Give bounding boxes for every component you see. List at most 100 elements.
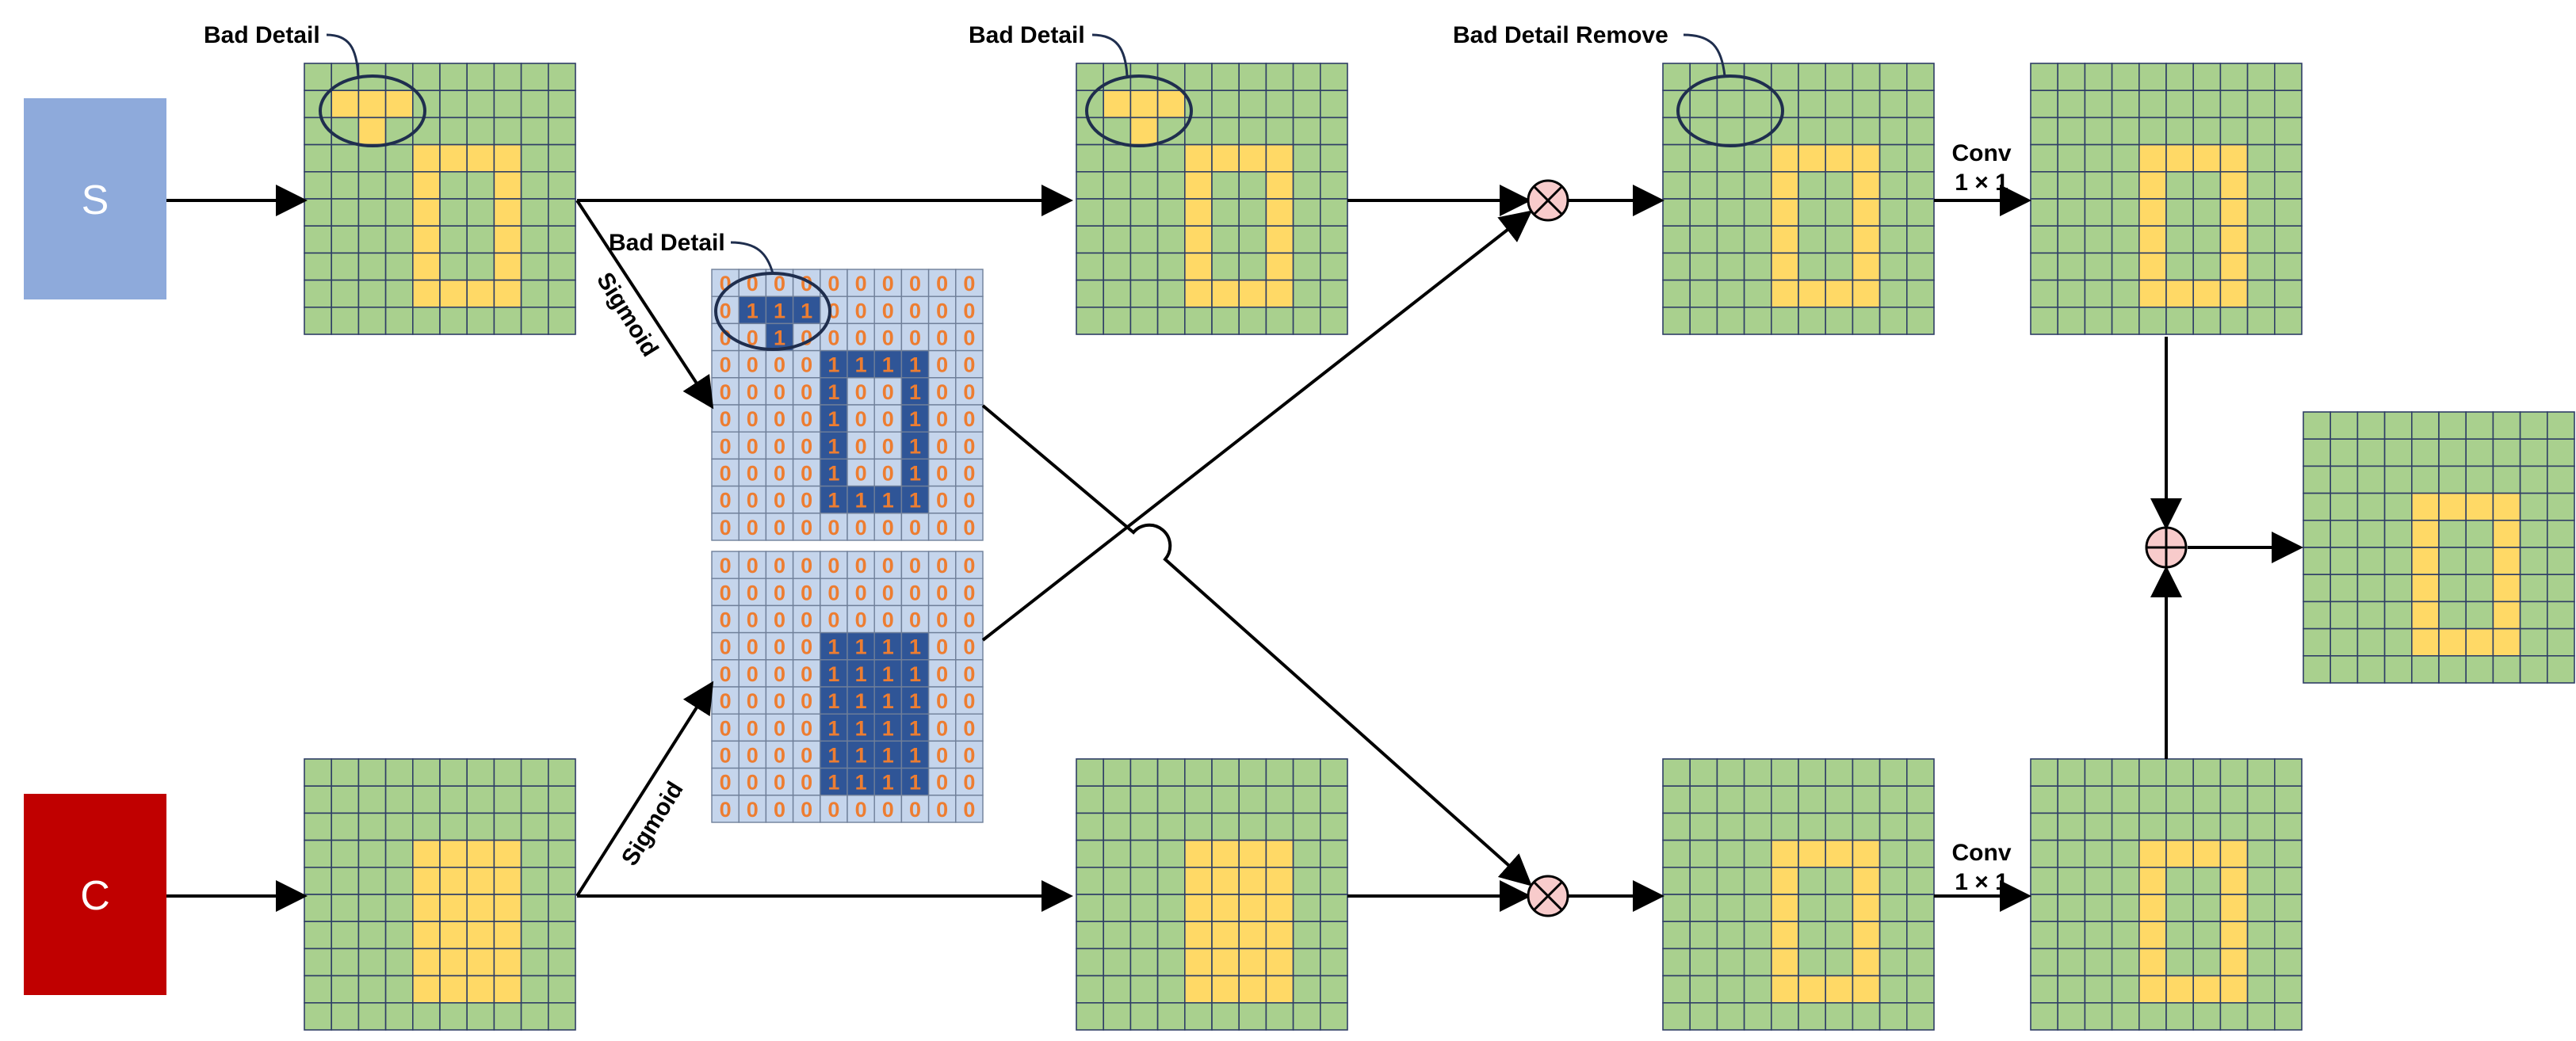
grid-cell bbox=[1825, 948, 1854, 977]
grid-cell bbox=[2383, 547, 2413, 576]
grid-cell bbox=[2138, 1002, 2167, 1031]
grid-cell bbox=[466, 1002, 495, 1031]
grid-cell bbox=[357, 839, 387, 868]
grid-cell bbox=[1076, 758, 1105, 787]
grid-cell bbox=[2030, 948, 2059, 977]
grid-cell bbox=[1076, 143, 1105, 173]
mask-value: 0 bbox=[855, 798, 867, 822]
highlight-cell bbox=[2411, 519, 2440, 548]
mask-value: 0 bbox=[936, 516, 948, 540]
grid-cell bbox=[304, 116, 333, 146]
grid-cell bbox=[2057, 1002, 2086, 1031]
highlight-cell bbox=[493, 279, 522, 308]
grid-cell bbox=[2519, 601, 2548, 630]
mask-value: 0 bbox=[774, 635, 785, 659]
mask-cell bbox=[738, 767, 767, 796]
grid-cell bbox=[1878, 1002, 1908, 1031]
grid-cell bbox=[1076, 839, 1105, 868]
mask-value: 1 bbox=[827, 744, 839, 768]
grid-cell bbox=[331, 171, 360, 200]
grid-cell bbox=[520, 63, 549, 92]
grid-cell bbox=[2383, 438, 2413, 467]
grid-cell bbox=[1798, 63, 1827, 92]
mask-cell bbox=[955, 296, 984, 325]
grid-cell bbox=[1156, 198, 1186, 227]
highlight-cell bbox=[1265, 279, 1294, 308]
grid-cell bbox=[2084, 948, 2113, 977]
grid-cell bbox=[1716, 90, 1745, 119]
grid-cell bbox=[2084, 306, 2113, 335]
mask-cell bbox=[955, 631, 984, 661]
grid-cell bbox=[547, 171, 576, 200]
grid-cell bbox=[520, 894, 549, 923]
grid-cell bbox=[2274, 812, 2303, 841]
grid-cell bbox=[1662, 974, 1691, 1004]
grid-cell bbox=[2383, 654, 2413, 684]
connections bbox=[166, 185, 2303, 912]
grid-cell bbox=[2165, 90, 2195, 119]
grid-cell bbox=[2219, 812, 2249, 841]
highlight-cell bbox=[1184, 867, 1213, 895]
mask-value: 1 bbox=[882, 771, 894, 795]
grid-cell bbox=[547, 948, 576, 977]
grid-cell bbox=[1798, 90, 1827, 119]
grid-cell bbox=[2547, 601, 2575, 630]
grid-cell bbox=[2084, 171, 2113, 200]
grid-cell bbox=[2111, 279, 2140, 308]
mask-cell bbox=[792, 740, 821, 769]
grid-cell bbox=[1320, 225, 1348, 254]
grid-cell bbox=[1906, 63, 1935, 92]
mask-value: 0 bbox=[963, 434, 975, 458]
grid-cell bbox=[1878, 867, 1908, 895]
mask-value: 1 bbox=[909, 744, 921, 768]
highlight-cell bbox=[2192, 279, 2222, 308]
grid-cell bbox=[2030, 785, 2059, 814]
grid-cell bbox=[1771, 1002, 1799, 1031]
grid-cell bbox=[2246, 143, 2276, 173]
grid-cell bbox=[1320, 171, 1348, 200]
grid-cell bbox=[2383, 465, 2413, 494]
grid-cell bbox=[1798, 198, 1827, 227]
grid-cell bbox=[2192, 948, 2222, 977]
grid-cell bbox=[357, 1002, 387, 1031]
grid-cell bbox=[2274, 974, 2303, 1004]
grid-cell bbox=[2465, 654, 2494, 684]
mask-value: 0 bbox=[909, 272, 921, 296]
highlight-cell bbox=[1771, 839, 1799, 868]
mask-value: 0 bbox=[963, 462, 975, 486]
grid-cell bbox=[466, 758, 495, 787]
grid-cell bbox=[466, 785, 495, 814]
mask-cell bbox=[955, 404, 984, 433]
mask-active-cell bbox=[820, 686, 848, 715]
highlight-cell bbox=[2165, 974, 2195, 1004]
mask-value: 1 bbox=[882, 689, 894, 713]
grid-cell bbox=[1320, 1002, 1348, 1031]
grid-cell bbox=[1156, 812, 1186, 841]
grid-cell bbox=[439, 116, 468, 146]
grid-cell bbox=[1076, 948, 1105, 977]
c-conv-feature-map bbox=[2030, 758, 2303, 1031]
mask-value: 0 bbox=[963, 516, 975, 540]
mask-value: 0 bbox=[909, 581, 921, 604]
grid-cell bbox=[2303, 574, 2332, 603]
highlight-cell bbox=[439, 921, 468, 950]
mask-active-cell bbox=[900, 740, 930, 769]
grid-cell bbox=[1292, 90, 1321, 119]
highlight-cell bbox=[2219, 279, 2249, 308]
grid-cell bbox=[2246, 90, 2276, 119]
grid-cell bbox=[2383, 601, 2413, 630]
grid-cell bbox=[1662, 921, 1691, 950]
highlight-cell bbox=[1771, 974, 1799, 1004]
grid-cell bbox=[1825, 921, 1854, 950]
highlight-cell bbox=[466, 894, 495, 923]
grid-cell bbox=[2246, 252, 2276, 281]
grid-cell bbox=[2246, 839, 2276, 868]
grid-cell bbox=[1906, 894, 1935, 923]
grid-cell bbox=[2030, 306, 2059, 335]
grid-cell bbox=[520, 225, 549, 254]
highlight-cell bbox=[2219, 171, 2249, 200]
mask-cell bbox=[900, 322, 930, 352]
highlight-cell bbox=[1184, 921, 1213, 950]
grid-cell bbox=[2111, 867, 2140, 895]
mask-value: 1 bbox=[882, 489, 894, 513]
